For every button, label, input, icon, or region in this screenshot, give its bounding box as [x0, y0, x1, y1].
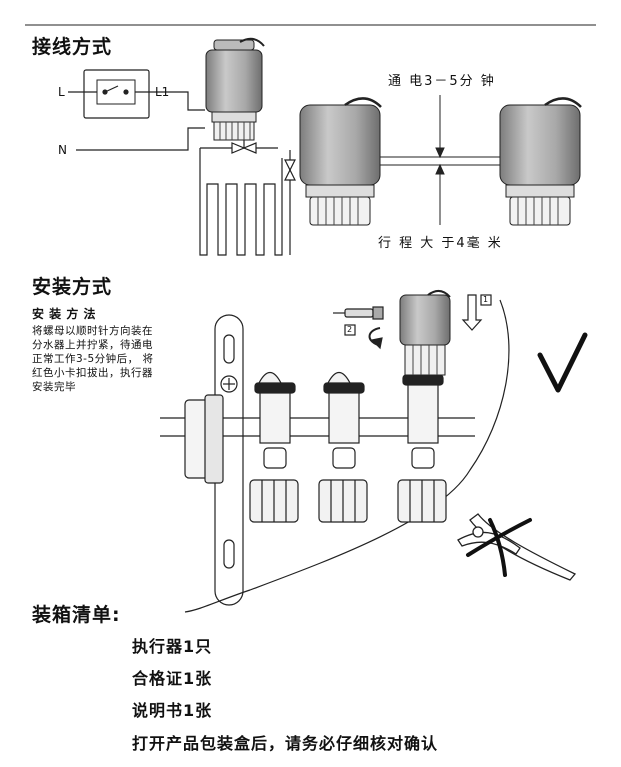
- step-2-clip: [333, 306, 384, 350]
- power-on-note: 通 电3－5分 钟: [388, 74, 496, 89]
- valve-symbol: [231, 142, 246, 154]
- packing-list-title: 装箱清单:: [32, 604, 121, 626]
- cross-mark: [466, 518, 532, 577]
- step-1-label: 1: [483, 295, 489, 304]
- wiring-diagram: [68, 69, 296, 256]
- packing-item: 执行器1只: [132, 637, 213, 656]
- label-neutral: N: [58, 143, 67, 157]
- method-line: 安装完毕: [32, 381, 76, 393]
- check-mark: [537, 332, 588, 393]
- method-line: 分水器上并拧紧，待通电: [32, 339, 153, 351]
- method-line: 将螺母以顺时针方向装在: [32, 325, 153, 337]
- manifold-port-3: [397, 374, 447, 523]
- stroke-dimension: [380, 95, 500, 225]
- actuator-install: [399, 290, 451, 376]
- packing-reminder: 打开产品包装盒后，请务必仔细核对确认: [132, 734, 439, 753]
- install-section-title: 安装方式: [32, 276, 113, 298]
- install-method-text: 将螺母以顺时针方向装在 分水器上并拧紧，待通电 正常工作3-5分钟后， 将 红色…: [32, 324, 154, 394]
- label-l1: L1: [155, 85, 170, 99]
- neutral-wire: [76, 127, 205, 151]
- stroke-note: 行 程 大 于4毫 米: [378, 236, 503, 251]
- l1-wire: [135, 91, 205, 111]
- actuator-before: [299, 97, 382, 226]
- manifold-port-1: [249, 371, 299, 523]
- label-live: L: [58, 85, 65, 99]
- floor-heating-loop: [199, 148, 283, 256]
- step-2-label: 2: [347, 325, 353, 334]
- step-1-arrow: [461, 294, 492, 331]
- install-method-title: 安 装 方 法: [32, 307, 97, 321]
- actuator-after: [499, 97, 582, 226]
- method-line: 正常工作3-5分钟后， 将: [32, 353, 154, 365]
- manifold-port-2: [318, 371, 368, 523]
- packing-item: 合格证1张: [132, 669, 213, 688]
- pliers-crossed: [457, 513, 577, 581]
- wiring-section-title: 接线方式: [32, 36, 113, 58]
- packing-item: 说明书1张: [132, 701, 213, 720]
- actuator-wiring: [205, 37, 265, 141]
- thermostat-switch-box: [83, 69, 150, 119]
- method-line: 红色小卡扣拔出，执行器: [32, 367, 153, 379]
